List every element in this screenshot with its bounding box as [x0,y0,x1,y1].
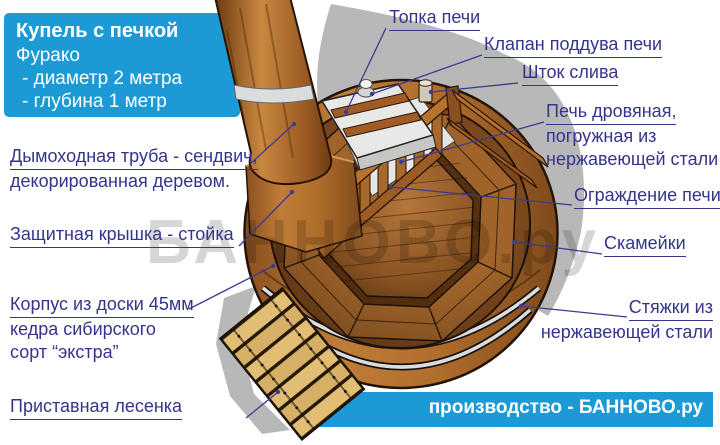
label-stove: Печь дровяная, погружная из нержавеющей … [546,101,719,169]
label-protective-cover: Защитная крышка - стойка [10,223,234,248]
spec-diameter: - диаметр 2 метра [22,68,183,89]
chimney [214,0,333,186]
label-ladder: Приставная лесенка [10,395,183,420]
label-air-valve: Клапан поддува печи [484,33,663,58]
ladder [218,286,366,441]
right-rail-top [451,89,549,168]
right-rail-lower [446,117,538,189]
info-subtitle: Фурако [16,45,80,66]
info-box-text: Купель с печкой Фурако - диаметр 2 метра… [16,19,182,113]
firebox-lid [320,83,437,171]
chimney-steel-ring [233,84,315,104]
label-steel-bands: Стяжки из нержавеющей стали [540,297,713,342]
producer-caption: производство - БАННОВО.ру [428,397,703,418]
leader-dots [270,89,524,395]
label-drain-rod: Шток слива [522,61,619,86]
ladder-shadow [216,286,290,434]
leader-lines [188,27,628,419]
label-firebox: Топка печи [389,6,481,31]
drain-rod [418,79,433,103]
chimney-grain [226,3,294,159]
label-benches: Скамейки [604,232,686,257]
label-chimney: Дымоходная труба - сендвич, декорированн… [10,146,258,191]
label-body: Корпус из доски 45мм кедра сибирского со… [10,294,194,362]
footer-bar [298,392,713,427]
label-fence: Ограждение печи [574,184,720,209]
page-title: Купель с печкой [16,20,179,42]
ladder-screws [237,304,347,424]
spec-depth: - глубина 1 метр [22,91,167,112]
info-box [4,13,240,117]
